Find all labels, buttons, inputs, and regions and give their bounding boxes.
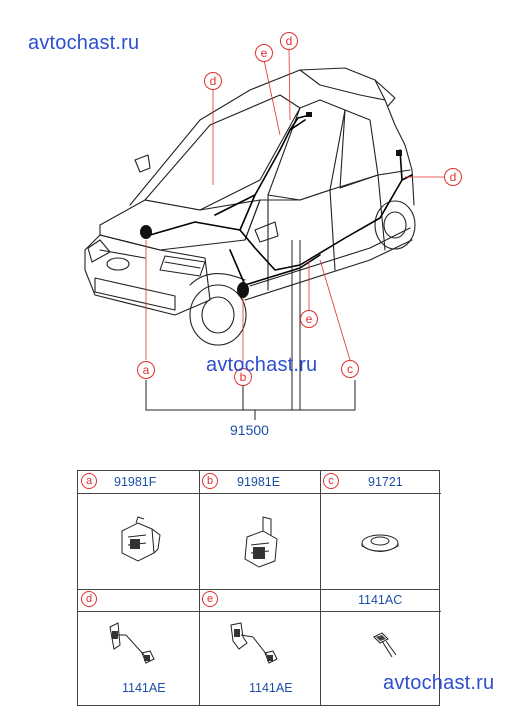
callout-c: c bbox=[341, 360, 359, 378]
sub-part-number: 1141AE bbox=[249, 681, 293, 695]
assembly-part-number: 91500 bbox=[230, 422, 269, 438]
part-number: 91721 bbox=[368, 475, 403, 489]
callout-d-right: d bbox=[444, 168, 462, 186]
callout-e-lower: e bbox=[300, 310, 318, 328]
bolt-icon bbox=[373, 632, 397, 658]
callout-d-top: d bbox=[280, 32, 298, 50]
part-number: 91981F bbox=[114, 475, 157, 489]
cell-callout: a bbox=[81, 473, 97, 489]
table-cell-b: b 91981E bbox=[199, 471, 320, 589]
bracket-bolt-e-icon bbox=[230, 622, 278, 664]
sub-part-number: 1141AE bbox=[122, 681, 166, 695]
callout-b: b bbox=[234, 368, 252, 386]
watermark-top: avtochast.ru bbox=[28, 32, 140, 54]
callout-d-left: d bbox=[204, 72, 222, 90]
bracket-bolt-d-icon bbox=[109, 622, 155, 664]
part-number: 1141AC bbox=[358, 593, 403, 607]
callout-e-top: e bbox=[255, 44, 273, 62]
table-divider bbox=[320, 471, 321, 705]
cell-callout: d bbox=[81, 591, 97, 607]
cell-callout: e bbox=[202, 591, 218, 607]
table-divider bbox=[199, 471, 200, 705]
table-cell-bolt: 1141AC bbox=[320, 589, 441, 707]
table-divider bbox=[78, 589, 439, 590]
table-cell-d: d 1141AE bbox=[78, 589, 199, 707]
part-number: 91981E bbox=[237, 475, 281, 489]
watermark-bottom: avtochast.ru bbox=[383, 672, 495, 694]
table-cell-a: a 91981F bbox=[78, 471, 199, 589]
table-cell-e: e 1141AE bbox=[199, 589, 320, 707]
cell-callout: b bbox=[202, 473, 218, 489]
watermark-middle: avtochast.ru bbox=[206, 354, 318, 376]
callout-a: a bbox=[137, 361, 155, 379]
table-cell-c: c 91721 bbox=[320, 471, 441, 589]
parts-table: a 91981F b 91981E bbox=[77, 470, 441, 707]
grommet-icon bbox=[361, 534, 399, 552]
connector-b-icon bbox=[244, 516, 278, 568]
connector-a-icon bbox=[121, 516, 161, 562]
cell-callout: c bbox=[323, 473, 339, 489]
car-wiring-illustration bbox=[84, 47, 445, 420]
